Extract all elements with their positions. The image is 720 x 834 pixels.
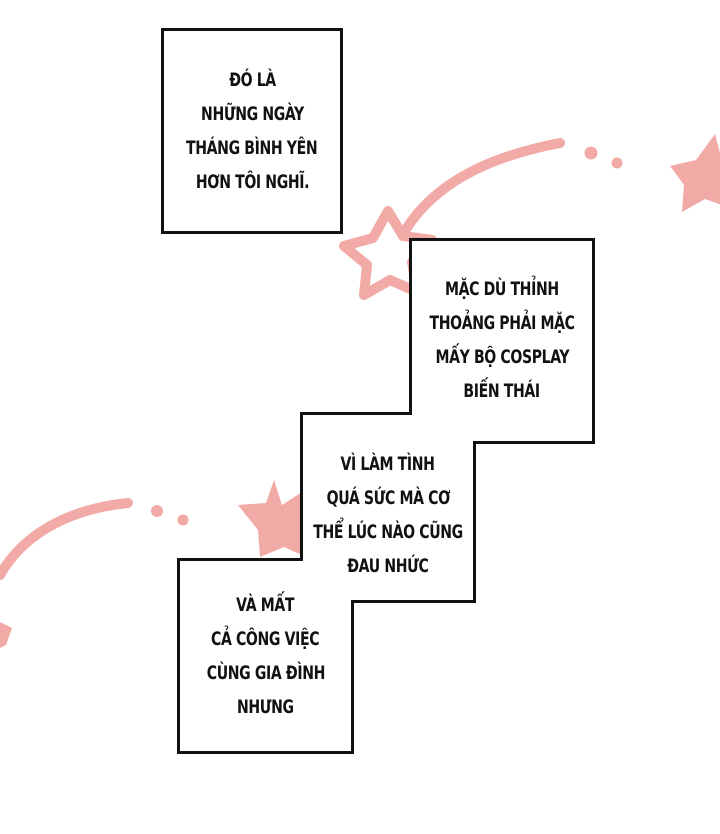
caption-line: QUÁ SỨC MÀ CƠ	[326, 487, 450, 509]
caption-line: ĐAU NHỨC	[347, 555, 429, 577]
caption-box-4-border-top	[177, 558, 303, 561]
shooting-star-trail-upper-icon	[397, 138, 623, 241]
caption-box-3-border-top	[300, 412, 412, 415]
caption-box-2-border-left	[409, 238, 412, 415]
caption-box-3-border-bottom	[351, 600, 476, 603]
shooting-star-trail-lower-icon	[0, 498, 189, 580]
caption-line: CẢ CÔNG VIỆC	[211, 628, 320, 650]
star-filled-topright-icon	[670, 134, 720, 212]
caption-line: VÌ LÀM TÌNH	[340, 453, 436, 475]
caption-box-4-border-right	[351, 600, 354, 754]
caption-line: HƠN TÔI NGHĨ.	[195, 171, 309, 193]
caption-box-3-border-left	[300, 412, 303, 561]
caption-line: MẶC DÙ THỈNH	[445, 278, 559, 300]
caption-line: THỂ LÚC NÀO CŨNG	[313, 521, 463, 543]
caption-box-3-border-right	[473, 441, 476, 603]
caption-line: VÀ MẤT	[236, 594, 295, 616]
caption-line: CÙNG GIA ĐÌNH	[206, 662, 325, 684]
caption-box-1: ĐÓ LÀ NHỮNG NGÀY THÁNG BÌNH YÊN HƠN TÔI …	[161, 28, 343, 234]
caption-line: THÁNG BÌNH YÊN	[186, 137, 318, 159]
caption-line: ĐÓ LÀ	[228, 69, 276, 91]
caption-line: THOẢNG PHẢI MẶC	[429, 312, 575, 334]
caption-box-2-border-bottom	[473, 441, 595, 444]
caption-box-2-fill	[409, 238, 595, 444]
star-filled-middle-icon	[238, 480, 302, 557]
caption-box-3-text: VÌ LÀM TÌNH QUÁ SỨC MÀ CƠ THỂ LÚC NÀO CŨ…	[303, 430, 473, 600]
caption-box-2-text: MẶC DÙ THỈNH THOẢNG PHẢI MẶC MẤY BỘ COSP…	[412, 250, 592, 430]
caption-box-2-border-right	[592, 238, 595, 444]
caption-box-2-border-top	[409, 238, 595, 241]
caption-line: MẤY BỘ COSPLAY	[435, 346, 569, 368]
star-fragment-bottomleft-icon	[0, 622, 12, 648]
caption-line: BIẾN THÁI	[463, 380, 541, 402]
caption-line: NHƯNG	[237, 696, 294, 718]
caption-line: NHỮNG NGÀY	[200, 103, 304, 125]
